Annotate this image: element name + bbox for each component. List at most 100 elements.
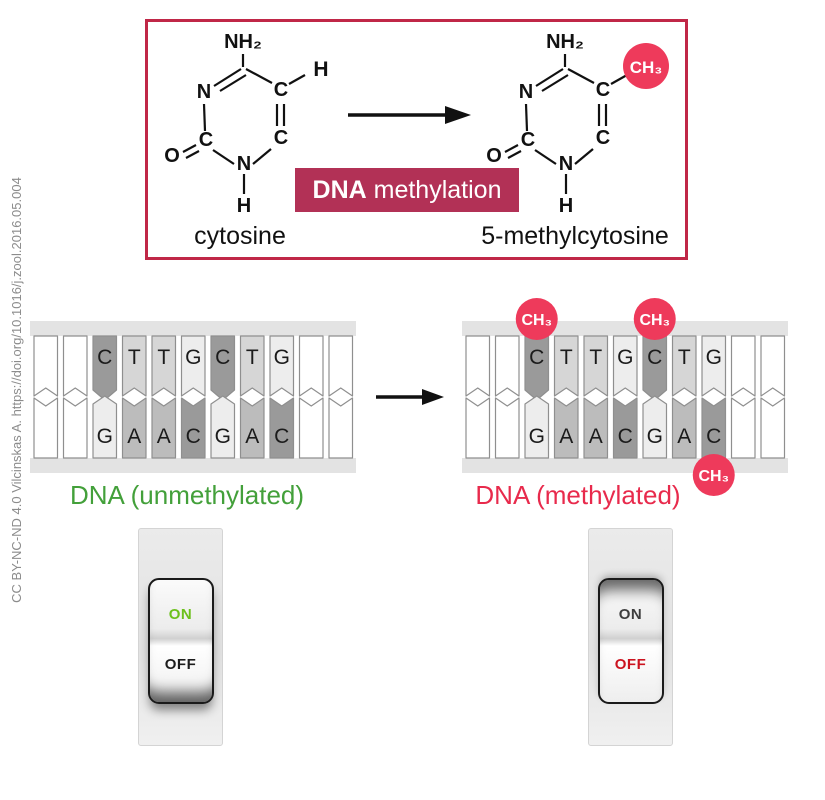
svg-text:G: G <box>529 425 545 448</box>
base-bottom-blank <box>465 397 491 459</box>
svg-text:T: T <box>157 346 170 369</box>
atom-c2: C <box>521 129 535 151</box>
switch-on-label: ON <box>168 606 193 623</box>
methylcytosine-label: 5-methylcytosine <box>481 222 669 250</box>
svg-text:C: C <box>274 425 289 448</box>
cytosine-label: cytosine <box>194 222 286 250</box>
base-bottom-C <box>269 397 295 459</box>
attribution-text: CC BY-NC-ND 4.0 Vilcinskas A. https://do… <box>9 177 24 603</box>
svg-text:A: A <box>245 425 259 448</box>
svg-text:A: A <box>157 425 171 448</box>
base-bottom-C <box>701 397 727 459</box>
base-bottom-C <box>180 397 206 459</box>
base-bottom-blank <box>33 397 59 459</box>
svg-text:G: G <box>185 346 201 369</box>
base-top-G <box>612 335 638 397</box>
base-top-blank <box>33 335 59 397</box>
base-bottom-G <box>642 395 668 459</box>
gene-on-switch: ON OFF <box>138 528 223 746</box>
base-top-blank <box>465 335 491 397</box>
base-top-blank <box>730 335 756 397</box>
svg-text:C: C <box>97 346 112 369</box>
base-top-blank <box>494 335 520 397</box>
base-bottom-A <box>151 397 177 459</box>
svg-text:C: C <box>706 425 721 448</box>
base-top-T <box>239 335 265 397</box>
substituent-h: H <box>313 58 328 81</box>
switch-plate: ON OFF <box>588 528 673 746</box>
methyl-group-circle <box>692 454 735 496</box>
base-top-C <box>92 335 118 401</box>
atom-o: O <box>486 145 502 167</box>
atom-h1: H <box>237 195 251 217</box>
dna-backbone-bottom <box>462 458 788 473</box>
reaction-arrow <box>348 106 471 124</box>
base-top-T <box>553 335 579 397</box>
methyl-group-circle <box>623 43 669 89</box>
base-bottom-blank <box>328 397 354 459</box>
atom-c6: C <box>596 127 610 149</box>
dna-backbone-top <box>30 321 356 336</box>
base-top-blank <box>760 335 786 397</box>
base-bottom-G <box>210 395 236 459</box>
svg-text:A: A <box>559 425 573 448</box>
bond-lines <box>182 54 306 194</box>
base-top-T <box>671 335 697 397</box>
cytosine-structure: NH₂ N C O N H C C H <box>164 31 328 217</box>
switch-rocker: ON OFF <box>597 578 664 704</box>
base-top-T <box>151 335 177 397</box>
svg-text:C: C <box>647 346 662 369</box>
svg-text:G: G <box>97 425 113 448</box>
amine-group-label: NH₂ <box>546 31 584 53</box>
atom-c5: C <box>274 79 288 101</box>
base-top-T <box>121 335 147 397</box>
base-top-G <box>269 335 295 397</box>
svg-text:T: T <box>678 346 691 369</box>
base-bottom-blank <box>494 397 520 459</box>
atom-o: O <box>164 145 180 167</box>
atom-n3: N <box>197 81 211 103</box>
base-bottom-blank <box>298 397 324 459</box>
svg-text:T: T <box>560 346 573 369</box>
base-bottom-C <box>612 397 638 459</box>
dna-methylation-bold: DNA <box>312 176 367 204</box>
amine-group-label: NH₂ <box>224 31 262 53</box>
methyl-group-label: CH₃ <box>698 468 729 485</box>
dna-unmethylated-label: DNA (unmethylated) <box>69 480 305 510</box>
svg-text:G: G <box>215 425 231 448</box>
dna-methylation-box: DNA methylation <box>295 168 519 212</box>
svg-text:G: G <box>647 425 663 448</box>
switch-off-label: OFF <box>614 656 647 673</box>
switch-plate: ON OFF <box>138 528 223 746</box>
svg-text:G: G <box>617 346 633 369</box>
atom-h1: H <box>559 195 573 217</box>
base-top-T <box>583 335 609 397</box>
base-bottom-blank <box>730 397 756 459</box>
methyl-group-circle <box>515 298 558 340</box>
svg-text:A: A <box>677 425 691 448</box>
base-bottom-A <box>239 397 265 459</box>
switch-on-label: ON <box>618 606 643 623</box>
methylation-arrow <box>376 389 444 405</box>
bond-lines <box>504 54 628 194</box>
svg-text:T: T <box>128 346 141 369</box>
svg-text:C: C <box>215 346 230 369</box>
dna-backbone-bottom <box>30 458 356 473</box>
dna-backbone-top <box>462 321 788 336</box>
methyl-group-label: CH₃ <box>639 312 670 329</box>
base-top-G <box>701 335 727 397</box>
base-top-blank <box>62 335 88 397</box>
base-bottom-A <box>671 397 697 459</box>
base-top-G <box>180 335 206 397</box>
switch-off-label: OFF <box>164 656 197 673</box>
atom-n1: N <box>237 153 251 175</box>
svg-text:C: C <box>618 425 633 448</box>
methyl-group-circle <box>633 298 676 340</box>
reaction-panel: NH₂ N C O N H C C H cytosine <box>145 19 688 260</box>
dna-methylated-label: DNA (methylated) <box>475 480 681 510</box>
base-top-C <box>210 335 236 401</box>
base-bottom-A <box>583 397 609 459</box>
base-bottom-G <box>92 395 118 459</box>
